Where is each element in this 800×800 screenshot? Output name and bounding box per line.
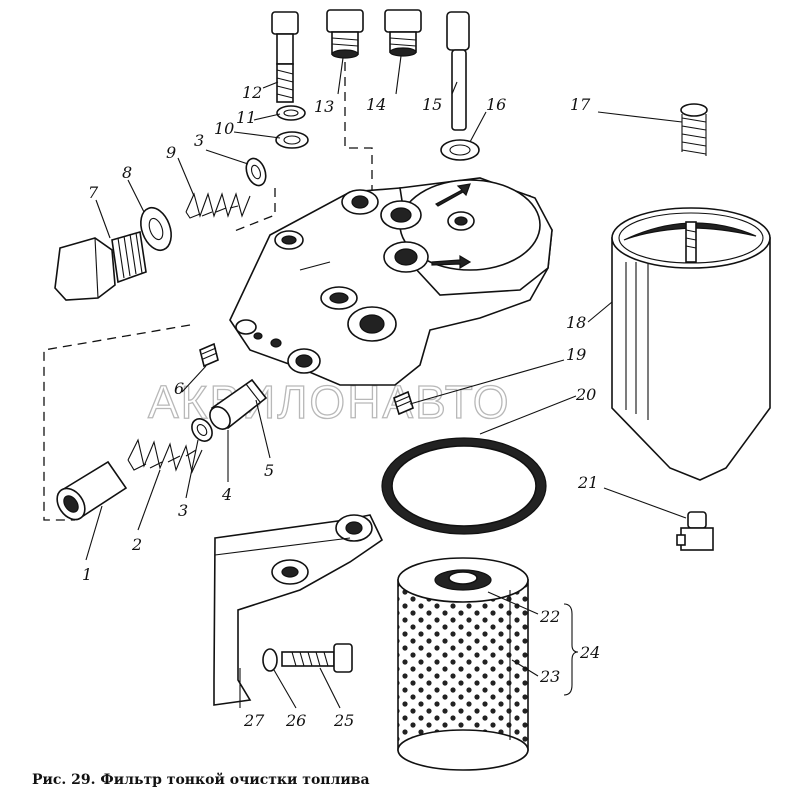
callout-26: 26 [285, 711, 306, 730]
part-12-bolt [271, 11, 299, 103]
callout-10: 10 [214, 119, 234, 138]
callout-3-upper: 3 [194, 131, 204, 150]
part-26-washer [262, 648, 278, 672]
callout-17: 17 [570, 95, 591, 114]
part-18-bowl [611, 207, 771, 481]
callout-25: 25 [333, 711, 354, 730]
part-8-gasket [140, 206, 172, 252]
callout-23: 23 [539, 667, 560, 686]
callout-11: 11 [236, 108, 256, 127]
part-19-screw [393, 390, 414, 416]
callout-27: 27 [243, 711, 265, 730]
callout-20: 20 [575, 385, 596, 404]
part-15-jet [446, 11, 470, 131]
callout-7: 7 [88, 183, 99, 202]
part-3-washer-upper [245, 157, 267, 187]
callout-9: 9 [166, 143, 176, 162]
filter-element-24 [397, 557, 529, 771]
part-13-fitting [326, 9, 364, 59]
callout-22: 22 [539, 607, 560, 626]
part-17-spring [680, 103, 708, 156]
part-9-spring [185, 192, 251, 219]
part-21-drain-plug [676, 511, 714, 551]
part-6-screw [199, 342, 219, 368]
callout-4: 4 [221, 485, 232, 504]
part-27-bracket [213, 514, 384, 706]
part-2-spring [127, 438, 203, 474]
callout-6: 6 [174, 379, 184, 398]
callout-12: 12 [242, 83, 262, 102]
callout-5: 5 [264, 461, 274, 480]
washers-10-11-16 [275, 105, 480, 161]
callout-15: 15 [422, 95, 442, 114]
callout-2: 2 [131, 535, 142, 554]
callout-21: 21 [577, 473, 598, 492]
callout-16: 16 [486, 95, 506, 114]
callout-13: 13 [314, 97, 334, 116]
part-25-bolt [281, 643, 353, 673]
part-20-gasket-ring [381, 437, 547, 535]
part-5-valve-body [209, 378, 268, 430]
part-7-plug [54, 230, 147, 301]
part-4-valve-ring [191, 418, 213, 442]
callout-3-lower: 3 [178, 501, 188, 520]
callout-18: 18 [566, 313, 586, 332]
watermark-text: АКВИЛОНАВТО [148, 376, 511, 428]
callout-labels: 1 2 3 3 4 5 6 7 8 9 10 11 12 13 14 15 16… [82, 83, 600, 730]
part-14-fitting [384, 9, 422, 57]
filter-housing-body [229, 177, 553, 386]
callout-8: 8 [122, 163, 132, 182]
callout-14: 14 [366, 95, 386, 114]
callout-19: 19 [566, 345, 586, 364]
figure-caption: Рис. 29. Фильтр тонкой очистки топлива [32, 772, 370, 788]
callout-24: 24 [579, 643, 600, 662]
callout-1: 1 [82, 565, 92, 584]
part-1-cap [56, 460, 128, 521]
leader-lines [85, 55, 687, 709]
